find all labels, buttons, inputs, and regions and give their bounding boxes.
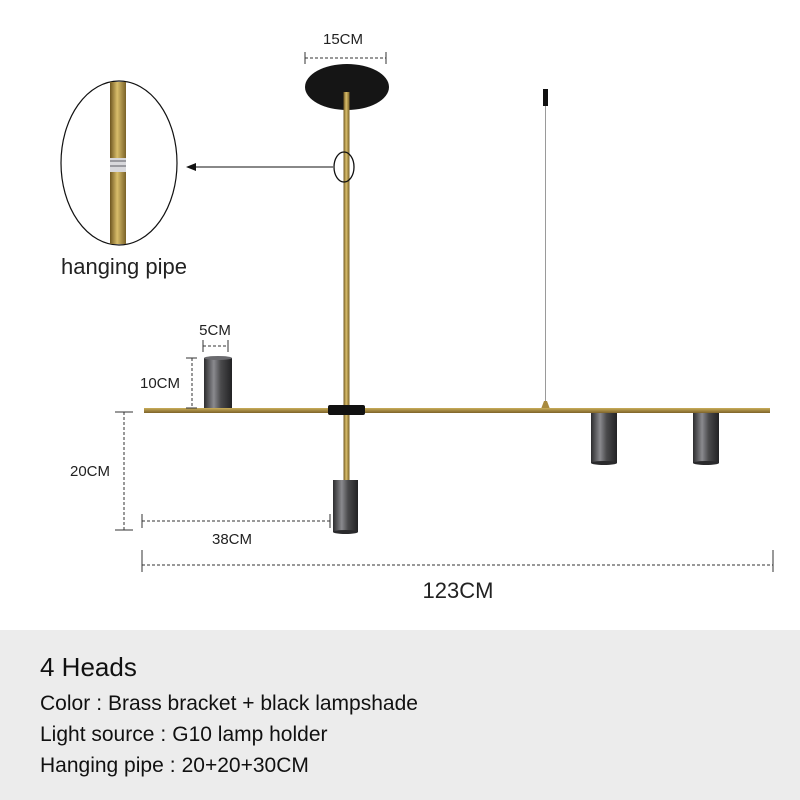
dim-shade-height [186,357,197,409]
dim-drop-height-label: 20CM [70,463,110,480]
spec-hanging-pipe-label: Hanging pipe [40,754,164,777]
dim-shade-height-label: 10CM [140,375,180,392]
brass-bar [144,408,770,413]
center-connector [328,405,365,415]
callout-label: hanging pipe [61,254,187,279]
wire-cap [541,401,550,409]
callout-arrowhead [186,163,196,171]
dim-offset-length [141,514,331,528]
dim-total-length-label: 123CM [423,578,494,603]
product-info-panel: 4 Heads Color:Brass bracket + black lamp… [0,630,800,800]
heads-title: 4 Heads [40,652,137,682]
lamp-head-2 [333,480,358,534]
spec-separator: : [169,754,176,777]
dim-drop-height [115,411,133,531]
hanging-rod [343,92,350,490]
spec-separator: : [96,692,103,715]
spec-light-source: Light source:G10 lamp holder [40,723,328,747]
dim-total-length [141,550,774,572]
lamp-diagram: hanging pipe 15CM 5CM 10CM 20CM 38CM 1 [60,31,774,603]
dim-canopy-width-label: 15CM [323,31,363,48]
spec-color-label: Color [40,692,91,715]
dim-shade-width [202,340,229,352]
spec-color: Color:Brass bracket + black lampshade [40,692,418,716]
spec-light-source-label: Light source [40,723,155,746]
spec-separator: : [160,723,167,746]
spec-hanging-pipe-value: 20+20+30CM [181,754,309,777]
lamp-head-1 [204,356,232,408]
spec-color-value: Brass bracket + black lampshade [108,692,418,715]
callout-detail [60,80,178,246]
spec-hanging-pipe: Hanging pipe:20+20+30CM [40,754,309,778]
dim-offset-length-label: 38CM [212,531,252,548]
ceiling-canopy [305,64,389,110]
lamp-head-4 [693,413,719,465]
dim-shade-width-label: 5CM [199,322,231,339]
dim-canopy-width [304,52,387,64]
spec-light-source-value: G10 lamp holder [172,723,328,746]
wire-clip [543,89,548,106]
lamp-head-3 [591,413,617,465]
callout-marker [333,151,355,183]
